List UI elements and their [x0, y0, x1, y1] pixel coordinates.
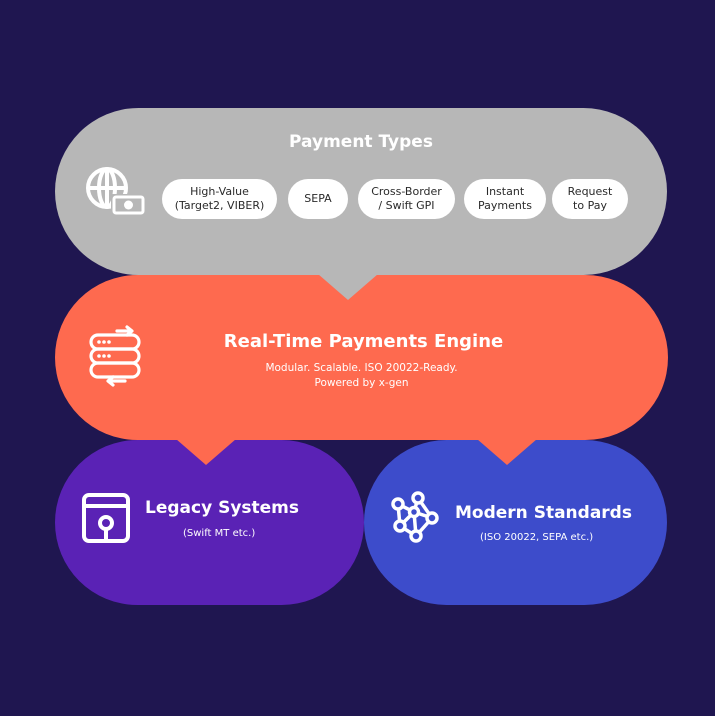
- legacy-panel: Legacy Systems (Swift MT etc.): [55, 440, 364, 605]
- server-sync-icon: [89, 325, 141, 387]
- modern-panel: Modern Standards (ISO 20022, SEPA etc.): [364, 440, 667, 605]
- pill-high-value[interactable]: High-Value (Target2, VIBER): [162, 179, 277, 219]
- payment-types-pointer: [318, 274, 378, 300]
- network-nodes-icon: [391, 491, 439, 543]
- legacy-title: Legacy Systems: [145, 498, 300, 518]
- pill-request-to-pay[interactable]: Request to Pay: [552, 179, 628, 219]
- engine-pointer-modern: [477, 439, 537, 465]
- pill-cross-border[interactable]: Cross-Border / Swift GPI: [358, 179, 455, 219]
- engine-panel: Real-Time Payments Engine Modular. Scala…: [55, 275, 668, 440]
- modern-title: Modern Standards: [455, 503, 632, 523]
- globe-money-icon: [86, 167, 145, 215]
- pill-instant-payments[interactable]: Instant Payments: [464, 179, 546, 219]
- modern-subtitle: (ISO 20022, SEPA etc.): [480, 532, 594, 543]
- payment-types-panel: Payment Types High-Value (Target2, VIBER…: [55, 108, 667, 275]
- payment-types-title: Payment Types: [289, 132, 433, 152]
- engine-subtitle: Modular. Scalable. ISO 20022-Ready. Powe…: [265, 362, 458, 389]
- legacy-subtitle: (Swift MT etc.): [183, 528, 256, 539]
- vault-icon: [82, 493, 130, 543]
- engine-title: Real-Time Payments Engine: [223, 331, 504, 352]
- engine-pointer-legacy: [176, 439, 236, 465]
- pill-sepa[interactable]: SEPA: [288, 179, 348, 219]
